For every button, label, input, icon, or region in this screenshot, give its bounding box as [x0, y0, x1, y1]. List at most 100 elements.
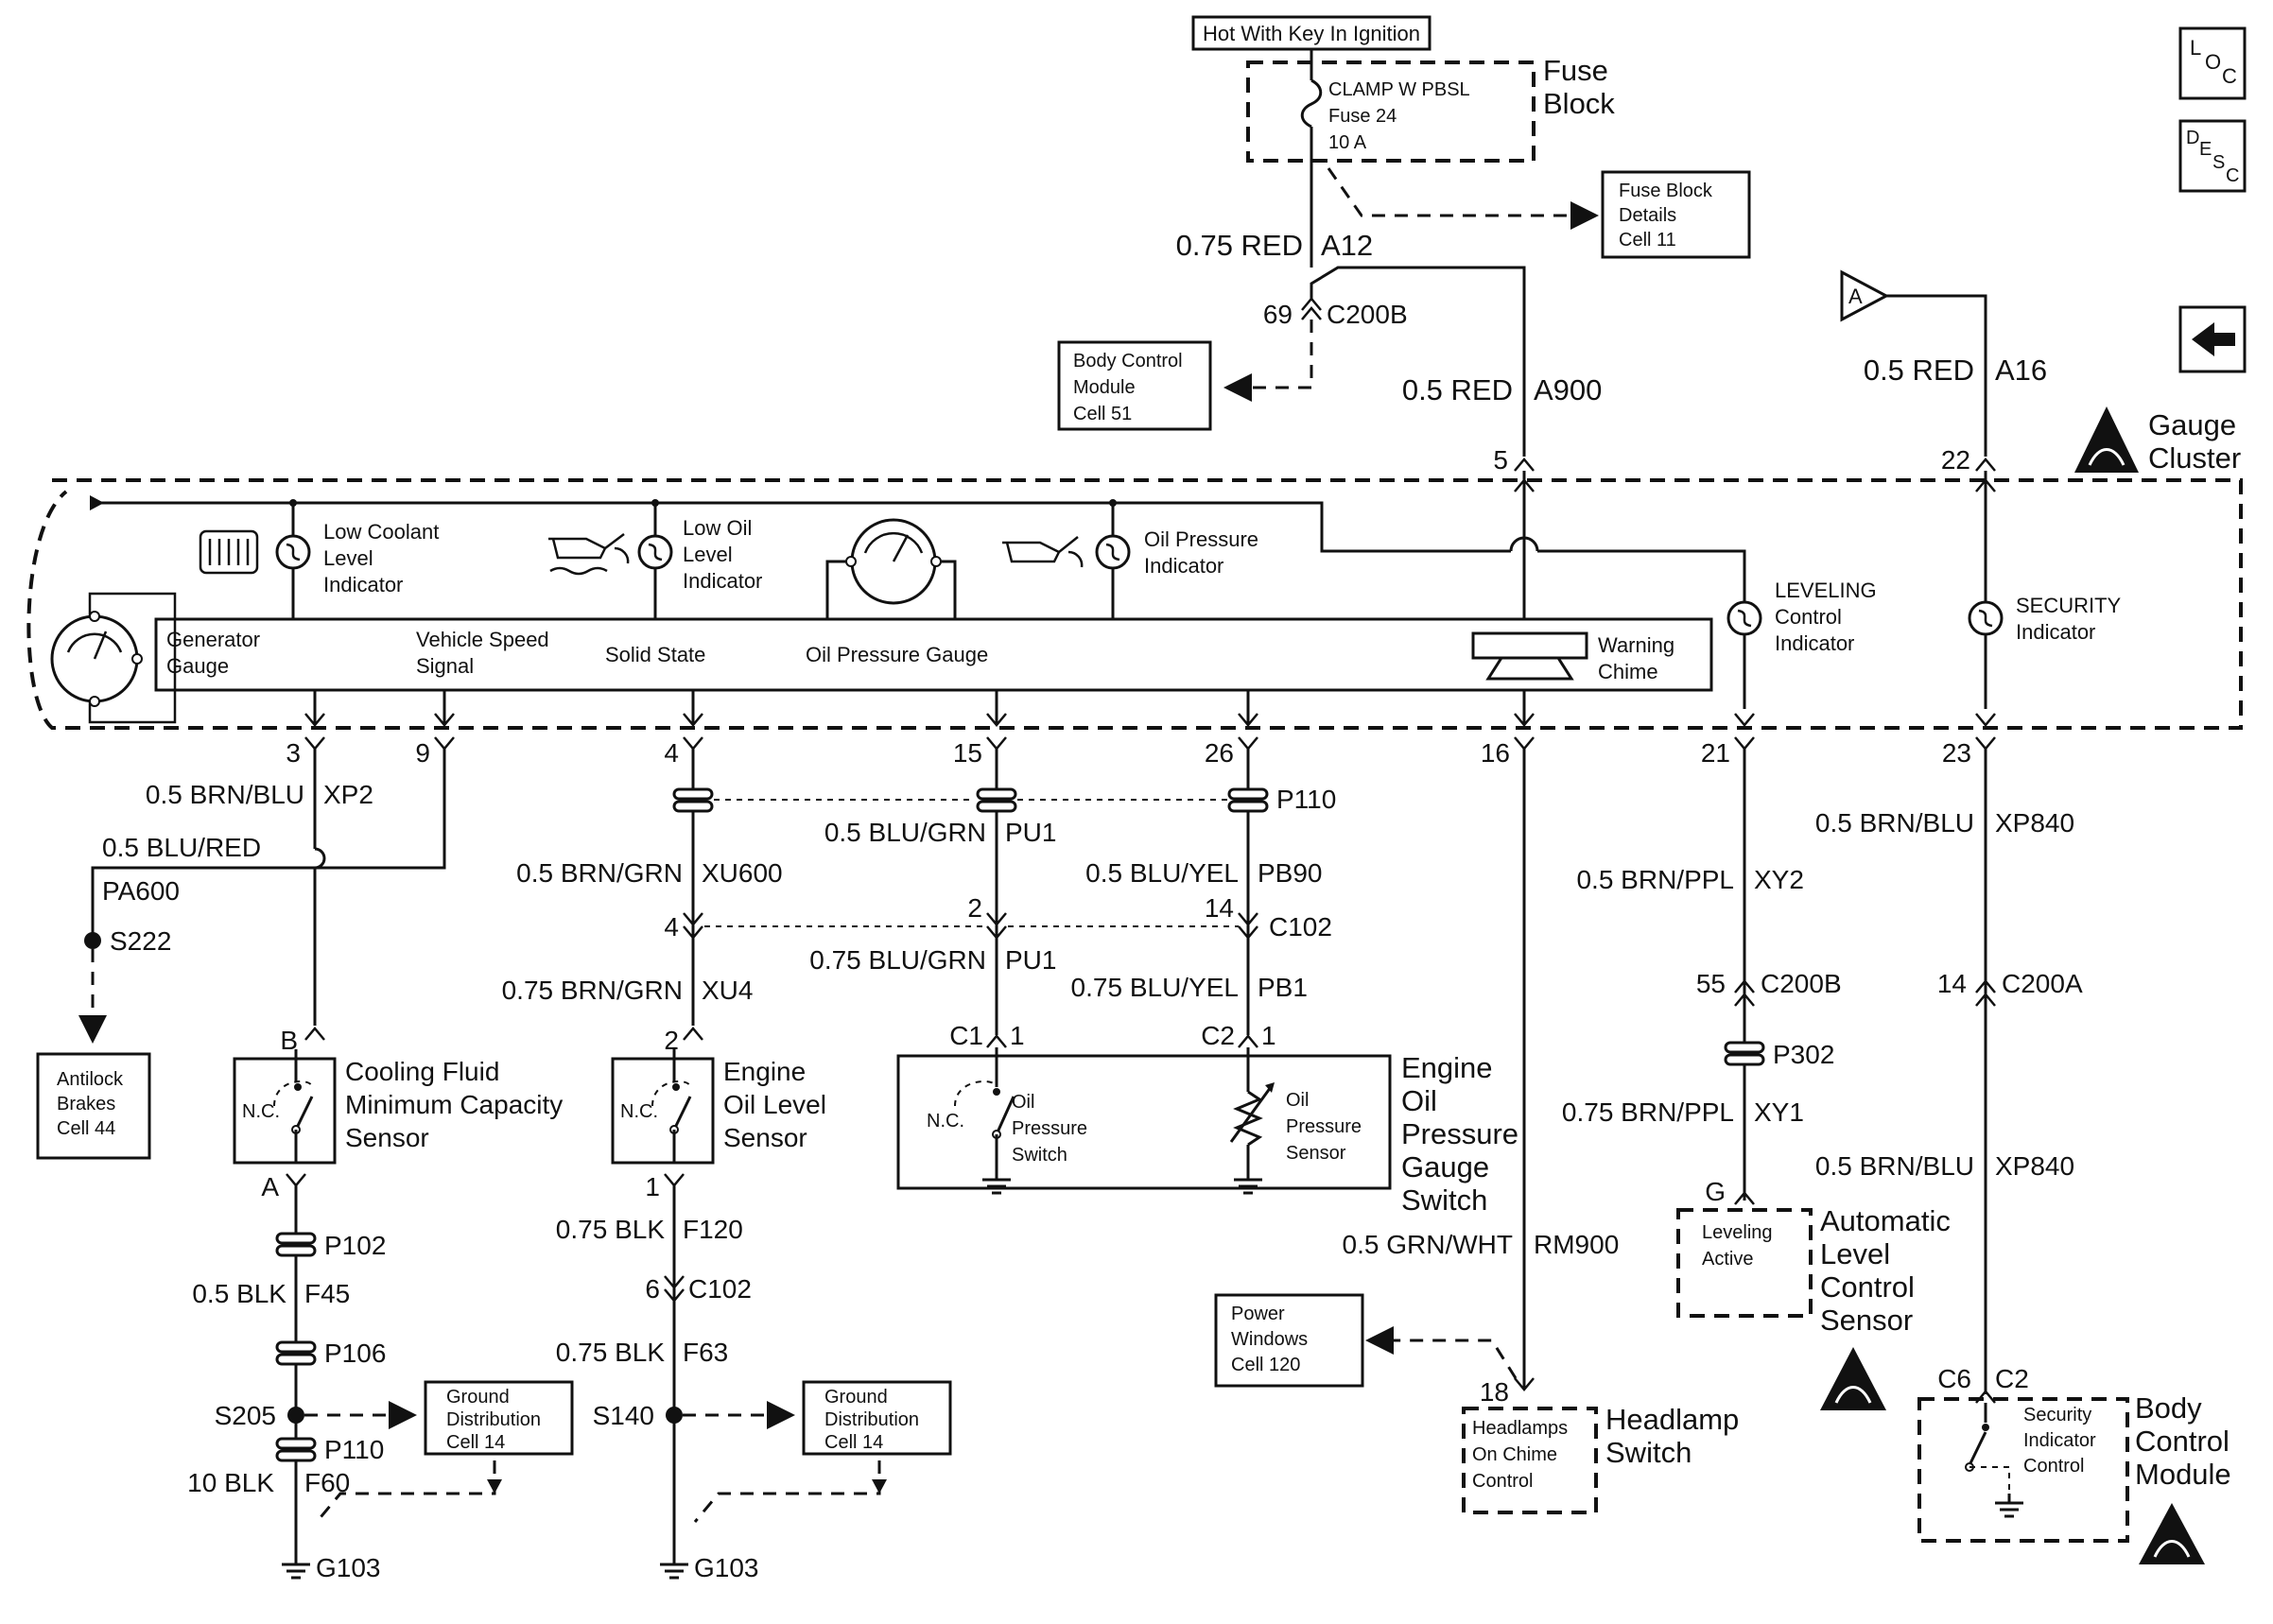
- wire-pb1-color: 0.75 BLU/YEL: [1071, 973, 1239, 1002]
- p110-label: P110: [1276, 785, 1336, 814]
- svg-text:N.C.: N.C.: [242, 1101, 280, 1122]
- wire-pu1a-id: PU1: [1005, 818, 1056, 847]
- cluster-module-bar: [154, 617, 1713, 692]
- wire-a12-color: 0.75 RED: [1176, 229, 1303, 262]
- coolant-sensor-label-1: Cooling Fluid: [345, 1057, 499, 1086]
- body-control-module-ref[interactable]: Body Control Module Cell 51: [1057, 340, 1212, 431]
- svg-text:Distribution: Distribution: [446, 1409, 541, 1430]
- g103-left-label: G103: [316, 1553, 381, 1582]
- ground-distribution-ref-left[interactable]: Ground Distribution Cell 14: [424, 1380, 574, 1456]
- generator-gauge-label-2: Gauge: [166, 654, 229, 678]
- generator-gauge-icon: [50, 592, 177, 724]
- pin-15: 15: [953, 738, 982, 768]
- c200b-pin-69: 69: [1263, 300, 1293, 329]
- ops-label-2: Oil: [1401, 1084, 1437, 1117]
- ground-distribution-ref-middle[interactable]: Ground Distribution Cell 14: [802, 1380, 952, 1456]
- svg-text:Windows: Windows: [1231, 1329, 1308, 1350]
- c102-label-middle: C102: [688, 1274, 752, 1304]
- wire-a16-color: 0.5 RED: [1864, 354, 1974, 387]
- wire-a900-color: 0.5 RED: [1402, 373, 1513, 406]
- c102-pin-4: 4: [664, 912, 679, 942]
- security-indicator-switch: [1965, 1403, 2023, 1518]
- c102-pin-6: 6: [645, 1274, 660, 1304]
- svg-text:Cell 14: Cell 14: [824, 1432, 883, 1453]
- pin-3: 3: [286, 738, 301, 768]
- loc-icon[interactable]: LOC: [2178, 26, 2247, 100]
- svg-text:Pressure: Pressure: [1012, 1118, 1087, 1139]
- back-arrow-icon[interactable]: [2178, 305, 2247, 373]
- leveling-lamp-icon: [1726, 586, 1762, 709]
- wire-pb1-id: PB1: [1258, 973, 1308, 1002]
- c200b-label-lower: C200B: [1761, 969, 1842, 998]
- wire-a900-id: A900: [1534, 373, 1602, 406]
- pin-4: 4: [664, 738, 679, 768]
- alc-label-2: Level: [1820, 1237, 1890, 1270]
- connector-p110-c: [1227, 787, 1269, 813]
- svg-text:Cell 11: Cell 11: [1619, 230, 1676, 251]
- wire-xu600-id: XU600: [702, 858, 783, 888]
- svg-text:Sensor: Sensor: [1286, 1143, 1346, 1164]
- svg-text:C: C: [2226, 165, 2239, 186]
- ops-pin-c2-1: 1: [1261, 1021, 1276, 1050]
- pin-9: 9: [415, 738, 430, 768]
- svg-text:Oil: Oil: [1286, 1090, 1309, 1111]
- coolant-icon: [199, 529, 259, 575]
- low-oil-lamp-icon: [637, 499, 673, 619]
- low-coolant-label-2: Level: [323, 546, 373, 570]
- svg-text:Details: Details: [1619, 205, 1676, 226]
- oil-pressure-can-icon: [1002, 536, 1084, 568]
- headlamp-pin-18: 18: [1480, 1377, 1509, 1407]
- wire-xp840a-id: XP840: [1995, 808, 2074, 838]
- oil-level-sensor-box: N.C.: [611, 1049, 715, 1165]
- wire-pa600-color: 0.5 BLU/RED: [102, 833, 261, 862]
- oil-pressure-sensor: Oil Pressure Sensor: [1229, 1047, 1362, 1195]
- svg-text:A: A: [1848, 285, 1863, 308]
- p110-ground-label: P110: [324, 1435, 384, 1464]
- headlamp-switch-label-1: Headlamp: [1605, 1403, 1739, 1436]
- esd-warning-icon-2: [1820, 1347, 1886, 1410]
- antilock-brakes-ref[interactable]: Antilock Brakes Cell 44: [36, 1052, 151, 1160]
- connector-p302: [1724, 1041, 1765, 1066]
- svg-text:Distribution: Distribution: [824, 1409, 919, 1430]
- svg-text:Ground: Ground: [824, 1387, 888, 1408]
- fuse-block-box: [1246, 60, 1536, 163]
- leveling-label-3: Indicator: [1775, 631, 1854, 655]
- security-lamp-icon: [1968, 600, 2004, 636]
- pin-26: 26: [1205, 738, 1234, 768]
- wire-f45-id: F45: [304, 1279, 350, 1308]
- oil-level-sensor-label-3: Sensor: [723, 1123, 807, 1152]
- svg-text:N.C.: N.C.: [620, 1101, 658, 1122]
- esd-warning-icon: [2074, 406, 2139, 473]
- power-windows-ref[interactable]: Power Windows Cell 120: [1214, 1293, 1364, 1388]
- oil-pressure-gauge-icon: [825, 518, 957, 619]
- headlamp-switch-label-2: Switch: [1605, 1436, 1692, 1469]
- leveling-label-1: LEVELING: [1775, 579, 1877, 602]
- wire-pb90-id: PB90: [1258, 858, 1323, 888]
- connector-p106: [275, 1340, 317, 1366]
- generator-gauge-label-1: Generator: [166, 628, 260, 651]
- fuse-text-2: Fuse 24: [1328, 106, 1397, 127]
- wire-f63-color: 0.75 BLK: [556, 1338, 666, 1367]
- fuse-block-title-1: Fuse: [1543, 54, 1608, 87]
- oil-level-pin-2: 2: [664, 1026, 679, 1055]
- connector-p110-ground: [275, 1437, 317, 1462]
- oil-pressure-switch: N.C. Oil Pressure Switch: [927, 1047, 1087, 1195]
- alc-label-1: Automatic: [1820, 1204, 1951, 1237]
- cluster-pin-22: 22: [1941, 445, 1970, 475]
- cluster-pin-5: 5: [1493, 445, 1508, 475]
- headlamp-switch-box: [1462, 1407, 1598, 1514]
- warning-chime-label-1: Warning: [1598, 633, 1674, 657]
- splice-s205: [287, 1407, 304, 1424]
- pin-23: 23: [1942, 738, 1971, 768]
- wire-f63-id: F63: [683, 1338, 728, 1367]
- fuse-block-details-ref[interactable]: Fuse Block Details Cell 11: [1601, 170, 1751, 259]
- warning-chime-label-2: Chime: [1598, 660, 1658, 683]
- svg-text:Oil: Oil: [1012, 1092, 1034, 1113]
- wire-xy1-color: 0.75 BRN/PPL: [1562, 1097, 1734, 1127]
- c102-label: C102: [1269, 912, 1332, 942]
- low-oil-label-2: Level: [683, 543, 733, 566]
- alc-label-3: Control: [1820, 1270, 1915, 1304]
- svg-text:Body Control: Body Control: [1073, 351, 1183, 371]
- wire-xp2-color: 0.5 BRN/BLU: [146, 780, 304, 809]
